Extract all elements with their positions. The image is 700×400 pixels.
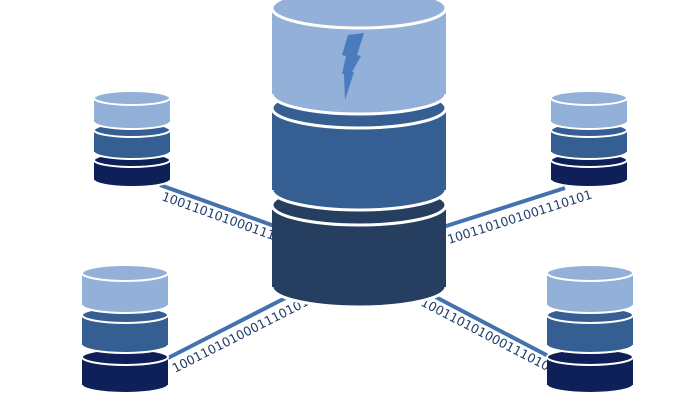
- database-node-top-right: [550, 90, 628, 188]
- cylinder-body: [82, 315, 168, 353]
- cylinder-rim: [270, 286, 448, 309]
- cylinder-rim: [81, 304, 169, 314]
- cylinder-body: [547, 273, 633, 313]
- cylinder-body: [547, 357, 633, 393]
- central-database-top-disk: [270, 0, 448, 116]
- cylinder-cap: [270, 0, 448, 30]
- node-bottom-left-bottom-disk: [81, 348, 169, 394]
- cylinder-body: [547, 315, 633, 353]
- cylinder-rim: [81, 344, 169, 354]
- cylinder-rim: [93, 151, 171, 160]
- cylinder-cap: [81, 264, 169, 282]
- cylinder-body: [82, 357, 168, 393]
- cylinder-cap: [93, 90, 171, 106]
- central-database: [270, 0, 448, 309]
- cylinder-body: [272, 8, 446, 114]
- link-line-bottom-right: [427, 291, 553, 360]
- binary-label-bottom-right: 1001101010001110101: [419, 294, 560, 377]
- link-line-top-right: [439, 186, 566, 230]
- node-top-right-top-disk: [550, 90, 628, 130]
- node-bottom-right-bottom-disk: [546, 348, 634, 394]
- cylinder-body: [82, 273, 168, 313]
- cylinder-rim: [546, 384, 634, 394]
- database-node-bottom-right: [546, 264, 634, 394]
- connection-lines: [159, 183, 566, 360]
- cylinder-rim: [550, 151, 628, 160]
- database-node-bottom-left: [81, 264, 169, 394]
- cylinder-rim: [546, 344, 634, 354]
- database-node-top-left: [93, 90, 171, 188]
- node-top-left-top-disk: [93, 90, 171, 130]
- cylinder-rim: [270, 93, 448, 116]
- cylinder-body: [551, 98, 627, 129]
- node-bottom-left-top-disk: [81, 264, 169, 314]
- cylinder-body: [94, 98, 170, 129]
- link-line-bottom-left: [167, 291, 296, 360]
- cylinder-body: [94, 130, 170, 159]
- cylinder-rim: [93, 179, 171, 188]
- cylinder-body: [272, 205, 446, 307]
- cylinder-rim: [550, 179, 628, 188]
- binary-label-bottom-left: 1001101010001110101: [170, 294, 311, 376]
- binary-label-top-right: 1001101001001110101: [445, 187, 594, 247]
- link-line-top-left: [159, 183, 281, 230]
- cylinder-rim: [270, 189, 448, 212]
- cylinder-rim: [93, 121, 171, 130]
- lightning-bolt-icon: [342, 33, 364, 100]
- cylinder-rim: [550, 121, 628, 130]
- cylinder-body: [551, 130, 627, 159]
- cylinder-cap: [546, 264, 634, 282]
- cylinder-body: [272, 108, 446, 210]
- cylinder-rim: [546, 304, 634, 314]
- cylinder-cap: [550, 90, 628, 106]
- cylinder-rim: [81, 384, 169, 394]
- node-bottom-right-top-disk: [546, 264, 634, 314]
